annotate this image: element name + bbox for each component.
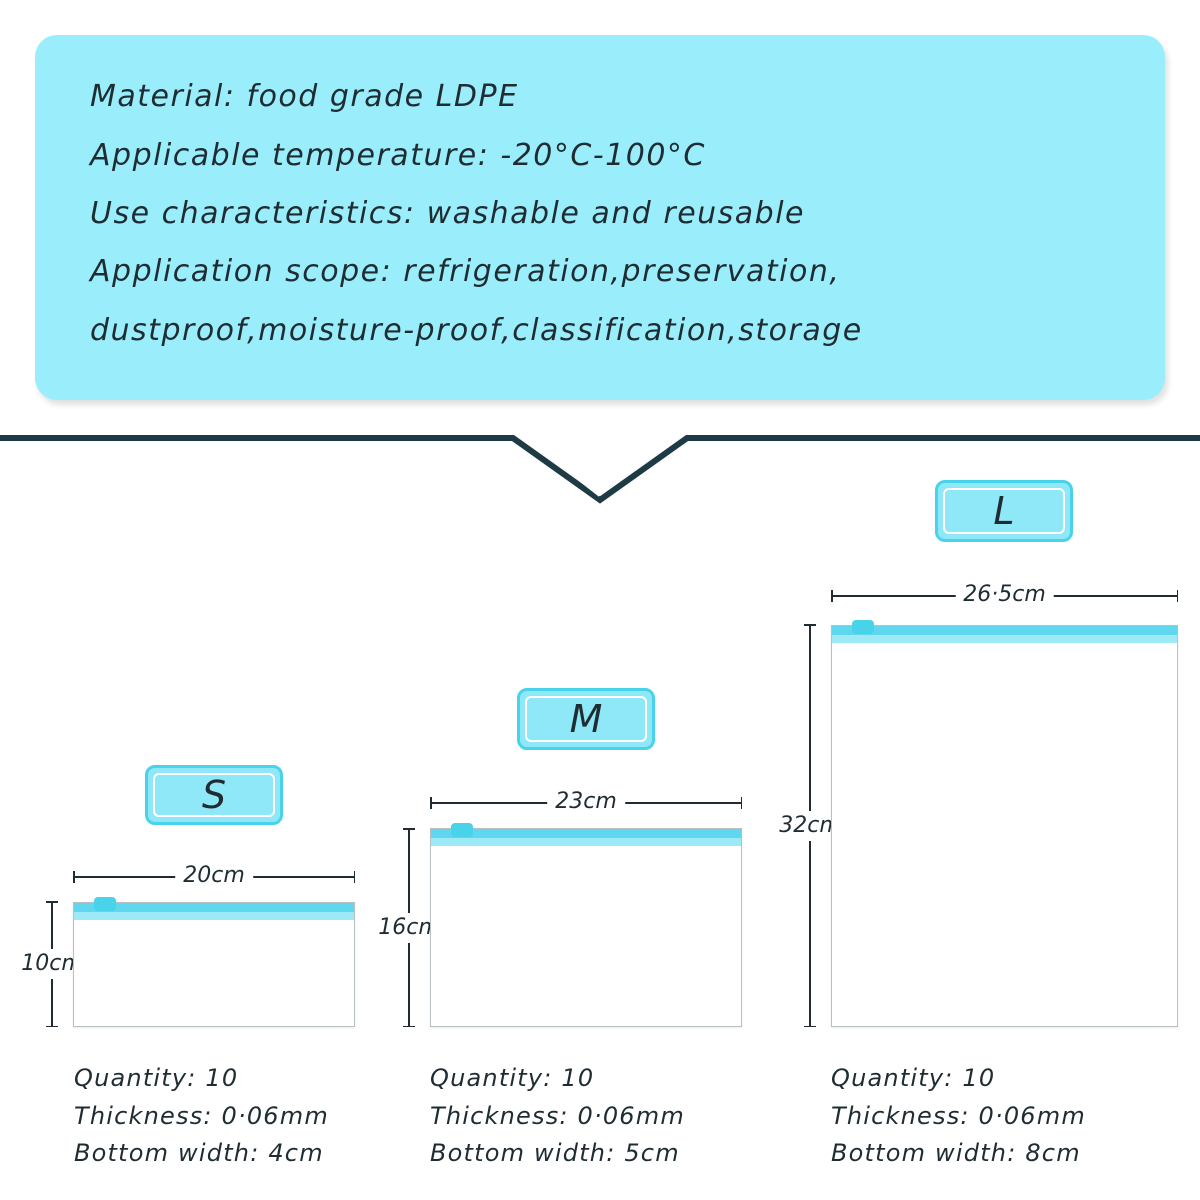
width-label-l: 26·5cm [955,580,1054,610]
height-dimension-l: 32cm [779,624,841,1027]
zipper-tab-s [94,897,116,911]
width-label-s: 20cm [175,861,253,891]
height-label-m: 16cm [378,912,440,943]
info-card: Material: food grade LDPE Applicable tem… [35,35,1165,400]
size-tag-m-label: M [525,696,647,742]
bottom-width-s: Bottom width: 4cm [74,1139,324,1167]
spec-block-s: Quantity: 10 Thickness: 0·06mm Bottom wi… [74,1060,329,1173]
use-characteristics-text: Use characteristics: washable and reusab… [90,196,806,231]
zipper-tab-m [451,823,473,837]
size-tag-s: S [145,765,283,825]
height-label-s: 10cm [21,949,83,979]
thickness-l: Thickness: 0·06mm [831,1101,1086,1130]
size-tag-m: M [517,688,655,750]
height-dimension-s: 10cm [21,901,83,1027]
width-dimension-m: 23cm [430,787,742,817]
application-scope-text-continued: dustproof,moisture-proof,classification,… [90,313,863,348]
application-scope-text: Application scope: refrigeration,preserv… [90,254,841,289]
thickness-s: Thickness: 0·06mm [74,1101,329,1130]
width-dimension-s: 20cm [73,861,355,891]
zipper-tab-l [852,620,874,634]
zipper-m [431,829,741,838]
width-dimension-l: 26·5cm [831,580,1178,610]
bag-l [831,620,1178,1027]
width-label-m: 23cm [547,787,625,817]
thickness-m: Thickness: 0·06mm [430,1101,685,1130]
height-label-l: 32cm [779,810,841,841]
bag-s [73,897,355,1027]
zipper-l [832,626,1177,635]
height-dimension-m: 16cm [378,828,440,1027]
quantity-m: Quantity: 10 [430,1064,595,1092]
zipper-s [74,903,354,912]
quantity-s: Quantity: 10 [74,1064,239,1092]
chevron-down-divider-icon [0,428,1200,504]
size-tag-l-label: L [943,488,1065,534]
material-text: Material: food grade LDPE [90,79,519,114]
temperature-text: Applicable temperature: -20°C-100°C [90,138,706,173]
spec-block-l: Quantity: 10 Thickness: 0·06mm Bottom wi… [831,1060,1086,1173]
bottom-width-l: Bottom width: 8cm [831,1139,1081,1167]
spec-block-m: Quantity: 10 Thickness: 0·06mm Bottom wi… [430,1060,685,1173]
size-tag-s-label: S [153,773,275,817]
bag-m [430,823,742,1027]
bottom-width-m: Bottom width: 5cm [430,1139,680,1167]
size-tag-l: L [935,480,1073,542]
quantity-l: Quantity: 10 [831,1064,996,1092]
